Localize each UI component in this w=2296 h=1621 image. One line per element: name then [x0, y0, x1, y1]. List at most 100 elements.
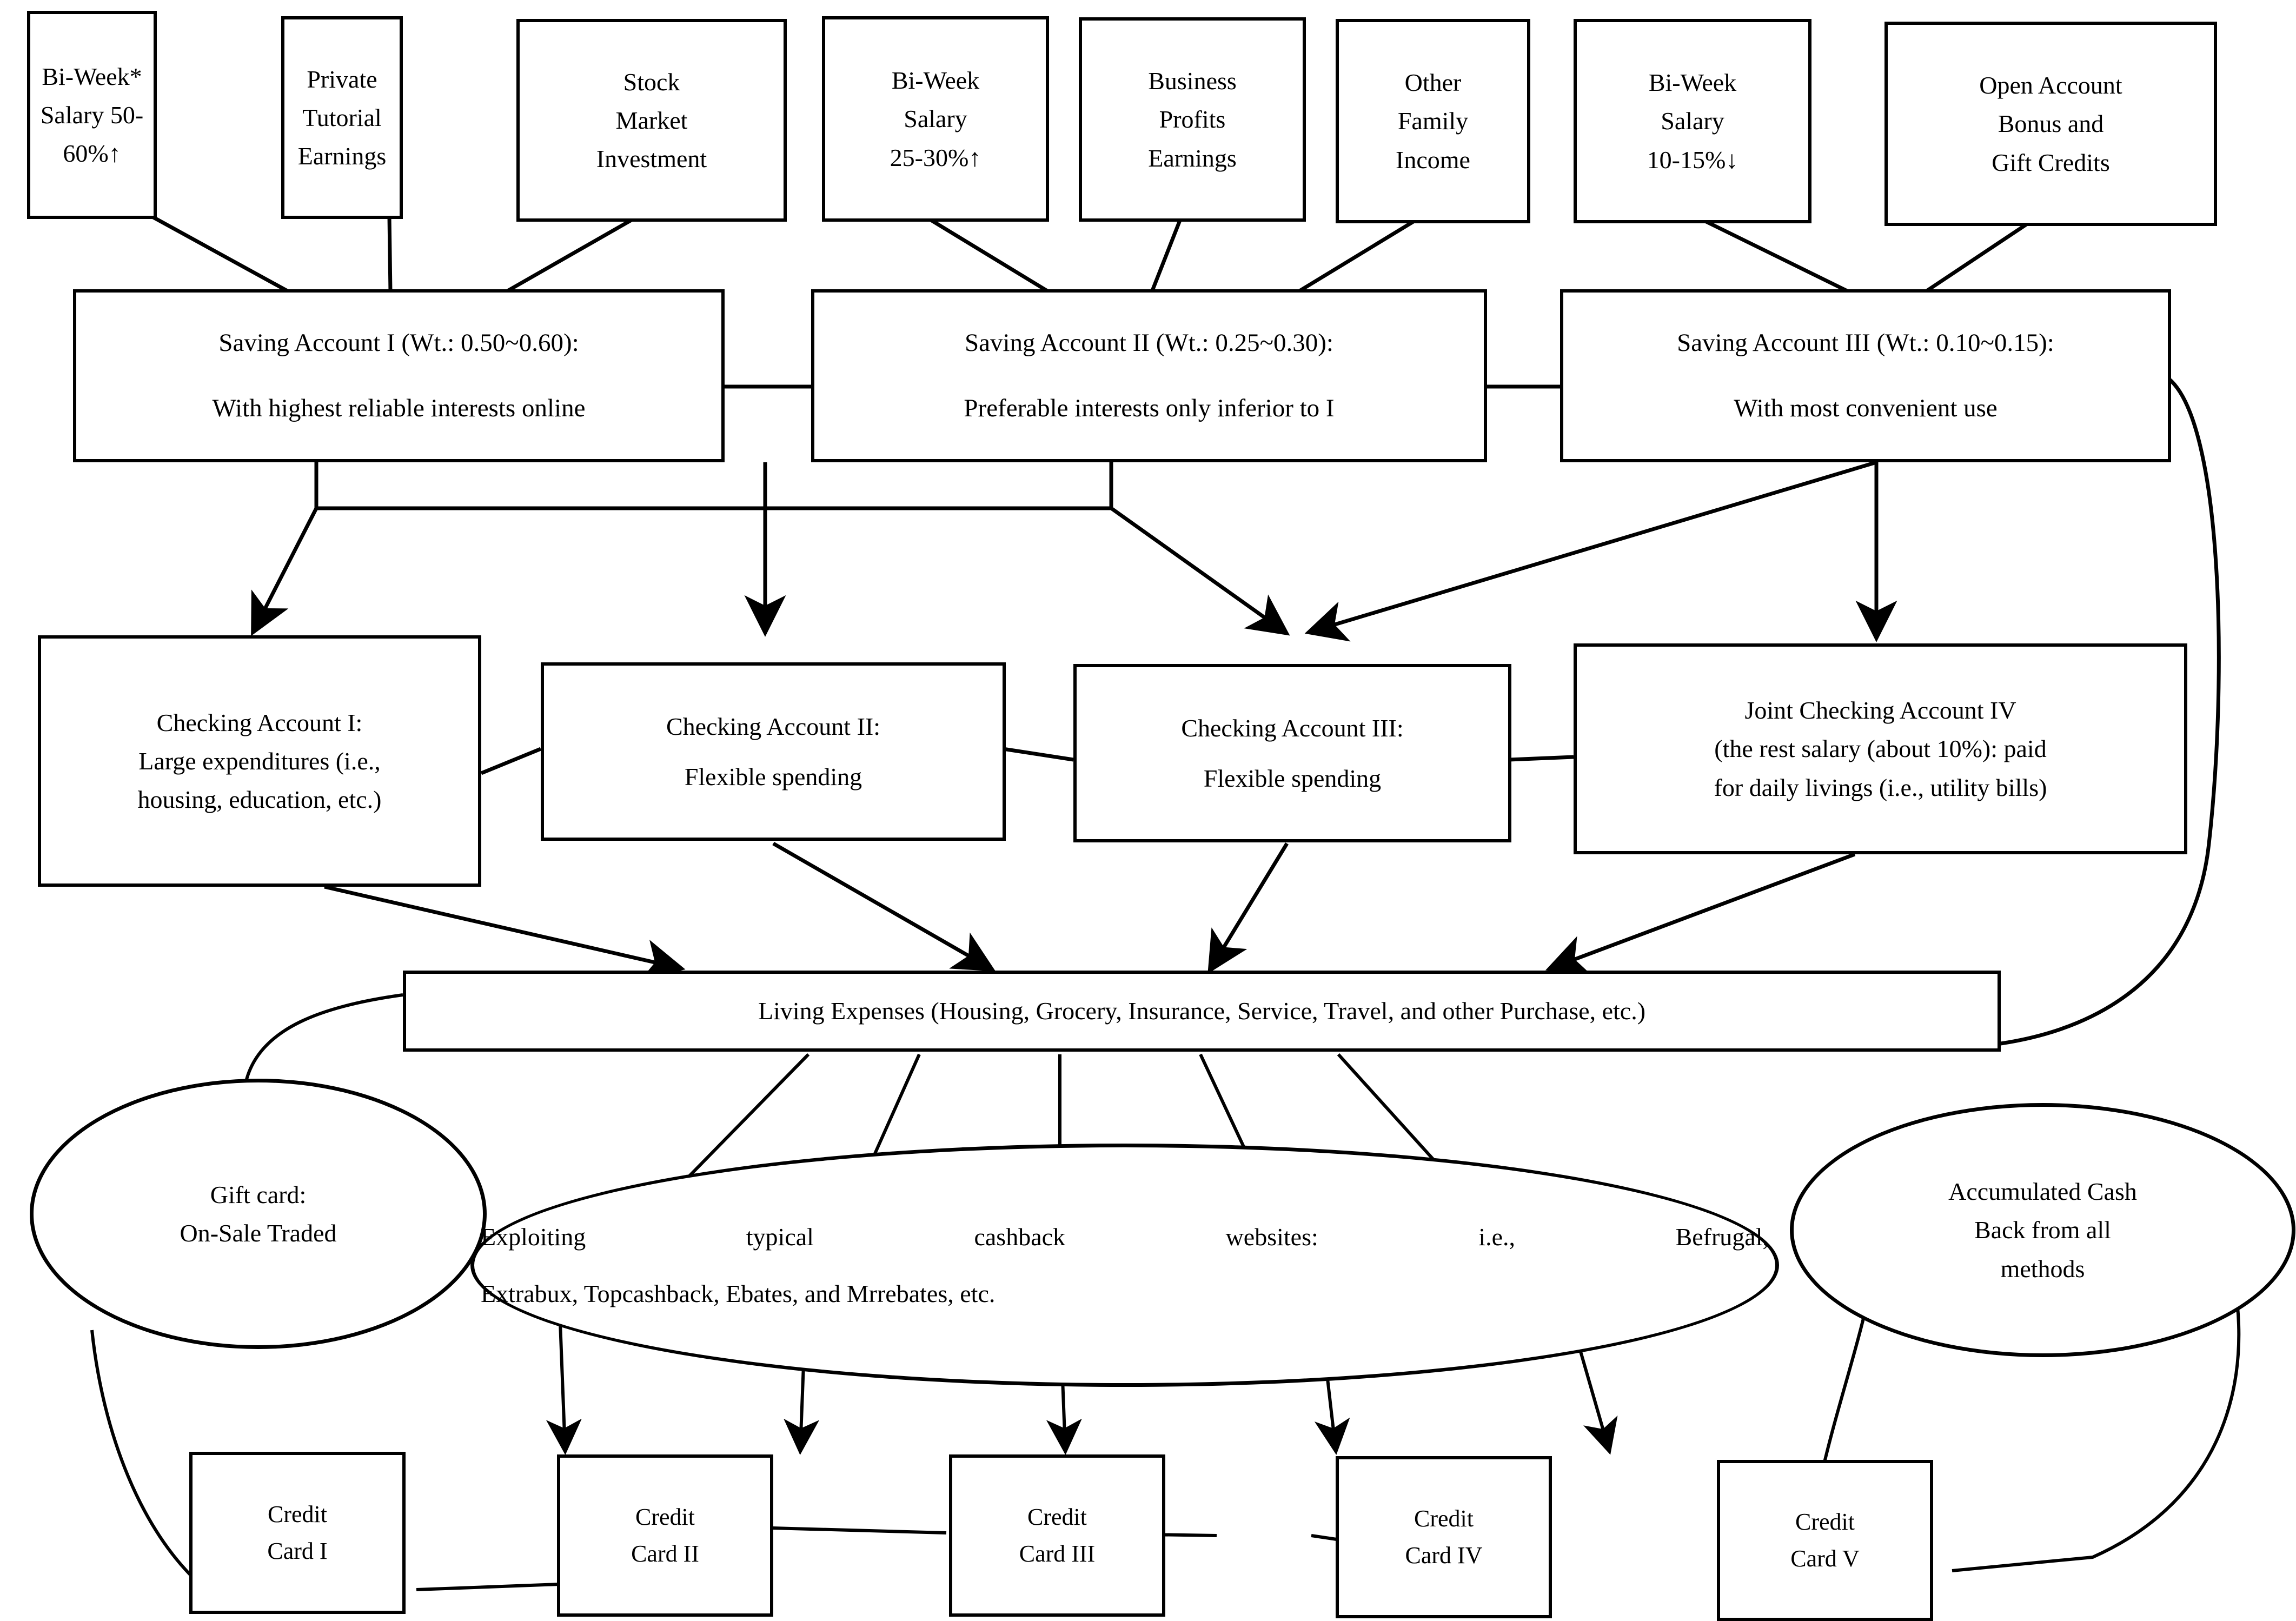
wire-src4-sav2	[924, 215, 1050, 294]
income-source-line: Open Account	[1979, 71, 2122, 99]
wire-chk1-living	[324, 885, 686, 981]
credit-card-iii[interactable]: Credit Card III	[949, 1454, 1165, 1617]
wire-chk3-chk4	[1508, 755, 1574, 762]
credit-card-v[interactable]: Credit Card V	[1717, 1460, 1933, 1621]
saving-account-desc: Preferable interests only inferior to I	[964, 394, 1335, 422]
credit-card-line: Credit	[1795, 1508, 1855, 1535]
saving-account-title: Saving Account III (Wt.: 0.10~0.15):	[1677, 329, 2054, 357]
income-source-line: Tutorial	[302, 103, 382, 131]
credit-card-line: Card II	[631, 1540, 699, 1567]
wire-chk2-chk3	[1003, 747, 1074, 762]
income-source-line: Gift Credits	[1992, 148, 2110, 176]
income-source-line: Private	[307, 65, 377, 93]
saving-account-iii[interactable]: Saving Account III (Wt.: 0.10~0.15): Wit…	[1560, 289, 2171, 462]
credit-card-line: Card V	[1790, 1545, 1860, 1572]
income-source-line: Income	[1396, 145, 1470, 174]
income-source-business-profits-earnings[interactable]: Business Profits Earnings	[1079, 17, 1306, 222]
income-source-line: Business	[1148, 67, 1237, 95]
wire-src1-sav1	[150, 214, 290, 294]
income-source-bi-week-salary-10-15[interactable]: Bi-Week Salary 10-15%↓	[1574, 19, 1811, 223]
checking-account-ii[interactable]: Checking Account II: Flexible spending	[541, 662, 1006, 841]
saving-account-desc: With most convenient use	[1734, 394, 1998, 422]
income-source-line: Investment	[596, 145, 707, 173]
income-source-line: Market	[615, 106, 688, 134]
income-source-line: Other	[1404, 69, 1462, 97]
living-expenses-box[interactable]: Living Expenses (Housing, Grocery, Insur…	[403, 971, 2001, 1052]
income-source-open-account-bonus-gift-credits[interactable]: Open Account Bonus and Gift Credits	[1884, 22, 2217, 226]
income-source-line: Salary 50-	[40, 101, 144, 129]
checking-account-desc: (the rest salary (about 10%): paid	[1714, 735, 2047, 763]
gift-card-line: On-Sale Traded	[180, 1219, 337, 1247]
saving-account-ii[interactable]: Saving Account II (Wt.: 0.25~0.30): Pref…	[811, 289, 1487, 462]
cashback-websites-ellipse[interactable]: Exploiting typical cashback websites: i.…	[470, 1144, 1779, 1387]
credit-card-iv[interactable]: Credit Card IV	[1336, 1456, 1552, 1618]
wire-join-chk1	[251, 507, 318, 636]
wire-src5-sav2	[1150, 215, 1184, 293]
income-source-line: Salary	[1661, 107, 1724, 135]
wire-chk1-chk2	[480, 747, 542, 775]
income-source-line: Salary	[904, 105, 967, 133]
wire-cc1-cc2	[416, 1583, 560, 1591]
wire-sav1-sav2-bracket	[314, 462, 1113, 510]
wire-src8-sav3	[1924, 215, 2040, 294]
credit-card-ii[interactable]: Credit Card II	[557, 1454, 773, 1617]
checking-account-desc: housing, education, etc.)	[137, 786, 382, 814]
checking-account-title: Checking Account II:	[666, 712, 880, 740]
wire-giftcard-cc1	[90, 1330, 202, 1586]
income-source-line: Profits	[1159, 105, 1226, 134]
wire-chk3-living	[1207, 842, 1289, 974]
accumulated-line: methods	[2000, 1254, 2085, 1283]
income-source-private-tutorial-earnings[interactable]: Private Tutorial Earnings	[281, 16, 403, 219]
checking-account-desc: for daily livings (i.e., utility bills)	[1714, 773, 2047, 801]
credit-card-line: Credit	[268, 1500, 327, 1527]
income-source-line: Family	[1397, 107, 1469, 135]
income-source-line: Bonus and	[1998, 110, 2104, 138]
income-source-bi-week-salary-50-60[interactable]: Bi-Week* Salary 50- 60%↑	[27, 11, 157, 219]
saving-account-title: Saving Account II (Wt.: 0.25~0.30):	[964, 329, 1333, 357]
accumulated-line: Accumulated Cash	[1948, 1178, 2137, 1206]
accumulated-line: Back from all	[1974, 1216, 2111, 1244]
wire-chk2-living	[772, 841, 996, 972]
cashback-line: Extrabux, Topcashback, Ebates, and Mrreb…	[481, 1280, 996, 1307]
credit-card-line: Credit	[1414, 1505, 1474, 1532]
checking-account-desc: Flexible spending	[1203, 765, 1382, 792]
wire-src3-sav1	[505, 214, 639, 294]
income-source-other-family-income[interactable]: Other Family Income	[1336, 19, 1530, 223]
saving-account-title: Saving Account I (Wt.: 0.50~0.60):	[218, 329, 579, 357]
checking-account-iii[interactable]: Checking Account III: Flexible spending	[1073, 664, 1511, 842]
credit-card-line: Card III	[1019, 1540, 1096, 1567]
wire-sav3-living-curve	[2000, 377, 2221, 1046]
checking-account-desc: Large expenditures (i.e.,	[138, 747, 381, 775]
credit-card-line: Card I	[267, 1538, 328, 1564]
wire-src7-sav3	[1694, 214, 1850, 294]
wire-living-giftcard-curve	[244, 993, 403, 1082]
income-source-line: Bi-Week	[1648, 69, 1737, 97]
checking-account-desc: Flexible spending	[684, 763, 862, 790]
wire-src6-sav2	[1297, 215, 1423, 294]
income-source-line: Bi-Week*	[42, 62, 142, 90]
wire-src2-sav1	[387, 216, 393, 293]
joint-checking-account-iv[interactable]: Joint Checking Account IV (the rest sala…	[1574, 643, 2187, 854]
wire-chk4-living	[1545, 852, 1856, 975]
income-source-stock-market-investment[interactable]: Stock Market Investment	[516, 19, 787, 222]
income-source-line: Bi-Week	[891, 67, 980, 95]
wire-join-chk3	[1110, 507, 1290, 636]
gift-card-line: Gift card:	[210, 1180, 307, 1208]
living-expenses-label: Living Expenses (Housing, Grocery, Insur…	[758, 997, 1646, 1025]
cashback-line: Exploiting typical cashback websites: i.…	[481, 1223, 1769, 1251]
saving-account-i[interactable]: Saving Account I (Wt.: 0.50~0.60): With …	[73, 289, 725, 462]
credit-card-i[interactable]: Credit Card I	[189, 1452, 406, 1614]
gift-card-ellipse[interactable]: Gift card: On-Sale Traded	[30, 1079, 487, 1349]
checking-account-title: Checking Account I:	[156, 708, 363, 736]
accumulated-cashback-ellipse[interactable]: Accumulated Cash Back from all methods	[1790, 1103, 2295, 1357]
income-source-line: 60%↑	[63, 139, 121, 168]
checking-account-i[interactable]: Checking Account I: Large expenditures (…	[38, 635, 481, 887]
income-source-bi-week-salary-25-30[interactable]: Bi-Week Salary 25-30%↑	[822, 16, 1049, 222]
credit-card-line: Credit	[635, 1503, 695, 1530]
checking-account-title: Joint Checking Account IV	[1744, 696, 2016, 725]
credit-card-line: Credit	[1027, 1503, 1087, 1530]
wire-sav3-chk3	[1304, 460, 1877, 642]
income-source-line: Earnings	[297, 142, 387, 170]
